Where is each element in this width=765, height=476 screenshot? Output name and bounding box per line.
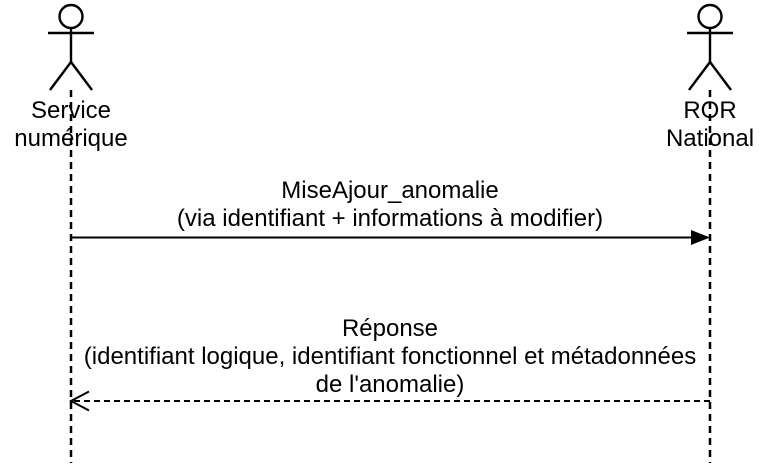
actor-figure-service-numerique bbox=[48, 3, 94, 91]
actor-left-leg bbox=[688, 61, 711, 91]
actor-label-ror-national: ROR National bbox=[666, 97, 754, 153]
actor-head bbox=[697, 3, 723, 30]
actor-right-leg bbox=[70, 61, 93, 91]
actor-label-service-numerique: Service numérique bbox=[14, 97, 127, 153]
message-1-label: MiseAjour_anomalie (via identifiant + in… bbox=[177, 177, 603, 233]
message-label-line: (identifiant logique, identifiant foncti… bbox=[83, 343, 697, 370]
message-2-arrowhead-icon bbox=[68, 390, 90, 412]
actor-head bbox=[58, 3, 84, 30]
message-label-line: MiseAjour_anomalie bbox=[281, 177, 499, 204]
actor-label-line: National bbox=[665, 125, 755, 152]
actor-label-line: Service bbox=[30, 97, 112, 124]
message-2-arrow bbox=[68, 390, 710, 412]
message-1-arrow bbox=[71, 230, 710, 245]
message-2-label: Réponse (identifiant logique, identifian… bbox=[84, 315, 696, 399]
message-1-arrowhead-icon bbox=[691, 230, 710, 245]
actor-left-leg bbox=[49, 61, 72, 91]
message-label-line: de l'anomalie) bbox=[315, 371, 465, 398]
message-label-line: (via identifiant + informations à modifi… bbox=[176, 205, 604, 232]
actor-figure-ror-national bbox=[687, 3, 733, 91]
actor-label-line: numérique bbox=[14, 125, 128, 152]
actor-label-line: ROR bbox=[683, 97, 737, 124]
message-label-line: Réponse bbox=[341, 315, 439, 342]
actor-right-leg bbox=[709, 61, 732, 91]
